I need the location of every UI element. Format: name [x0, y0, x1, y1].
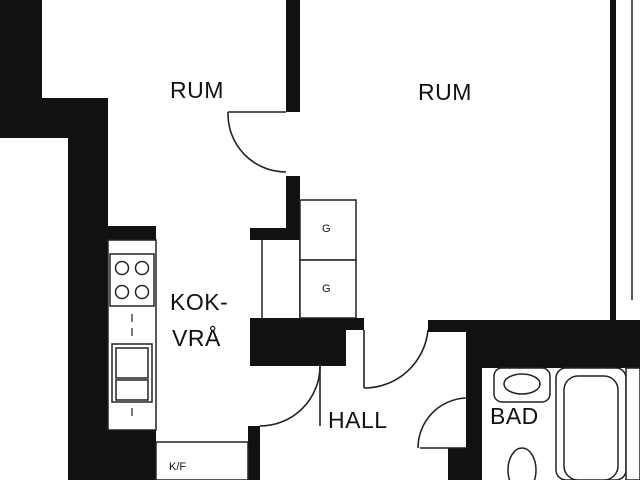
wall-hall-left — [248, 426, 260, 480]
wall-left-kitchen-base — [68, 430, 156, 480]
room-label-kokvra-line1: KOK- — [170, 289, 228, 315]
door-hall-rum — [363, 329, 429, 389]
wall-center-mid — [286, 176, 300, 238]
room-label-hall: HALL — [328, 407, 388, 433]
stove-burner — [134, 260, 150, 276]
wall-center-upper — [286, 0, 300, 112]
wardrobe-label-upper: G — [322, 223, 331, 235]
sink-basin — [115, 379, 149, 401]
fridge-freezer-label: K/F — [169, 461, 186, 473]
wall-hall-block — [250, 318, 346, 366]
door-bath — [417, 397, 467, 449]
toilet — [507, 447, 537, 480]
stove — [109, 253, 155, 307]
wall-bath-top-thick — [466, 320, 640, 368]
wardrobes — [299, 199, 357, 319]
bath-side-outline — [625, 367, 640, 480]
room-label-bad: BAD — [490, 403, 539, 429]
door-hall-kitchen — [259, 365, 321, 427]
stove-burner — [134, 284, 150, 300]
wall-stub — [250, 228, 300, 240]
wall-left-lower — [68, 98, 108, 480]
wall-hall-block-thin — [346, 318, 364, 330]
stove-burner — [114, 260, 130, 276]
fridge-freezer — [155, 441, 249, 480]
sink-basin — [115, 347, 149, 379]
door-rum-left — [227, 111, 287, 173]
washbasin-bowl — [503, 373, 541, 395]
bath-fixtures — [493, 367, 640, 480]
room-label-rum-left: RUM — [170, 77, 224, 103]
wardrobe-label-lower: G — [322, 283, 331, 295]
wall-kitchen-top — [108, 226, 156, 240]
stove-burner — [114, 284, 130, 300]
wall-right-upper — [610, 0, 616, 320]
room-label-kokvra-line2: VRÅ — [172, 324, 221, 351]
wall-hall-right — [448, 448, 466, 480]
wardrobe-upper — [299, 199, 357, 261]
room-label-rum-right: RUM — [418, 79, 472, 105]
wall-bath-left — [466, 332, 482, 480]
doors — [227, 111, 467, 449]
bathtub-inner — [563, 375, 619, 480]
wardrobe-lower — [299, 259, 357, 319]
